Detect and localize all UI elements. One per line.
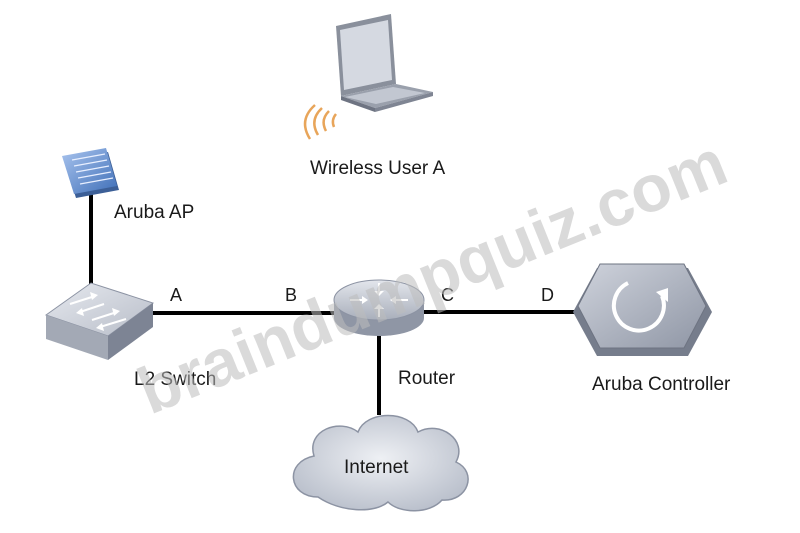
router-label: Router [398, 368, 456, 389]
laptop-icon [336, 14, 433, 112]
segment-label-c: C [441, 285, 454, 305]
switch-label: L2 Switch [134, 369, 216, 390]
router-icon [333, 279, 425, 336]
wifi-signal-icon [303, 104, 337, 140]
laptop-label: Wireless User A [310, 158, 445, 179]
access-point-icon [62, 148, 119, 198]
switch-icon [44, 282, 155, 360]
segment-label-b: B [285, 285, 297, 305]
cloud-icon [292, 414, 469, 512]
ap-label: Aruba AP [114, 202, 194, 223]
segment-label-a: A [170, 285, 182, 305]
controller-label: Aruba Controller [592, 374, 731, 395]
segment-label-d: D [541, 285, 554, 305]
controller-icon [573, 263, 712, 356]
internet-label: Internet [344, 457, 409, 478]
